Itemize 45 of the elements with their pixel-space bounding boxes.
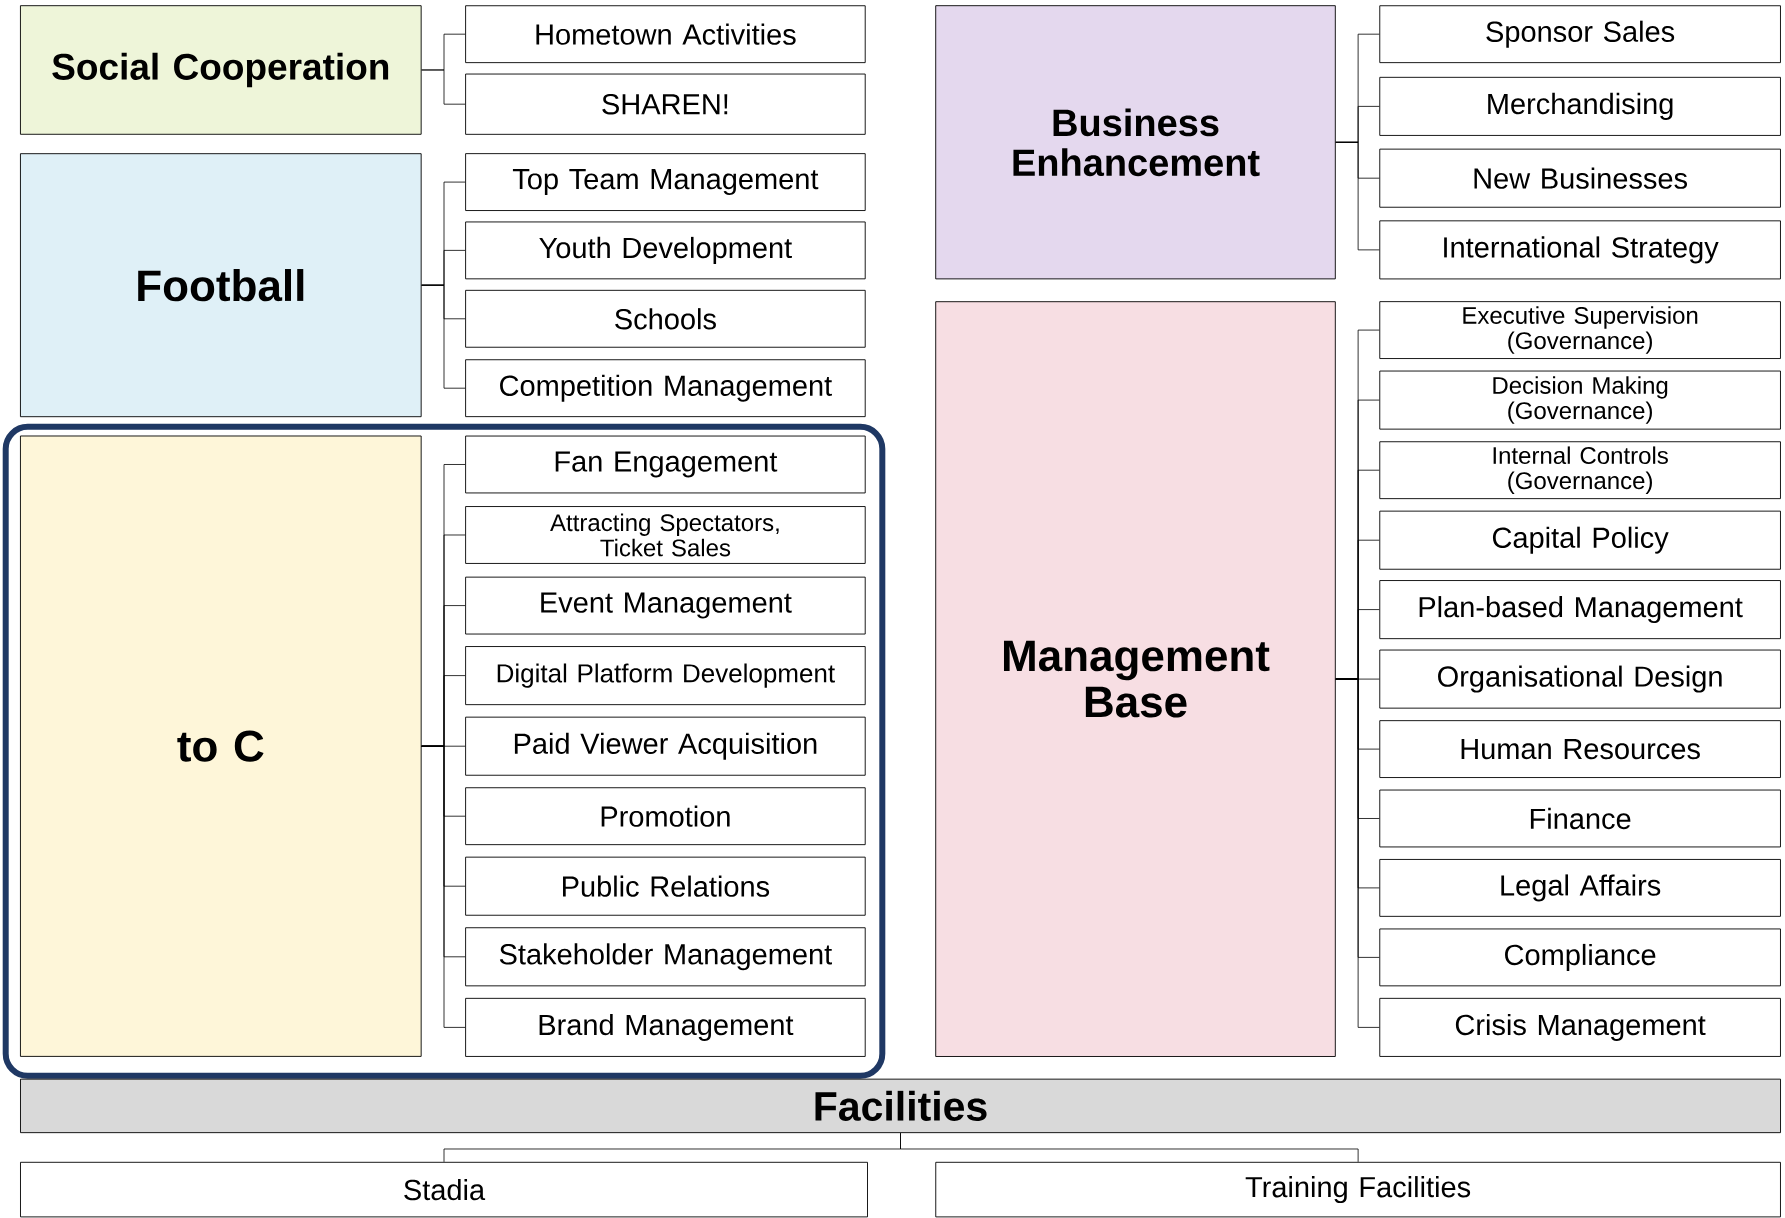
function-box: Stakeholder Management: [465, 927, 866, 987]
function-box: Capital Policy: [1379, 510, 1781, 570]
function-box: Compliance: [1379, 928, 1781, 987]
connector-line: [1335, 141, 1380, 251]
category-box: Social Cooperation: [20, 5, 422, 135]
category-box: Management Base: [935, 301, 1336, 1057]
function-box: Event Management: [465, 576, 866, 635]
function-box: Executive Supervision (Governance): [1379, 301, 1781, 359]
function-box: Training Facilities: [935, 1161, 1781, 1218]
function-box: Competition Management: [465, 359, 866, 418]
function-box: Top Team Management: [465, 153, 866, 211]
connector-line: [421, 284, 466, 389]
function-box: Internal Controls (Governance): [1379, 441, 1781, 500]
function-box: Crisis Management: [1379, 997, 1781, 1057]
function-box: SHAREN!: [465, 73, 866, 135]
connector-line: [421, 69, 466, 105]
function-box: Hometown Activities: [465, 5, 866, 64]
category-bar: Facilities: [20, 1078, 1781, 1134]
function-box: New Businesses: [1379, 148, 1781, 208]
function-box: Sponsor Sales: [1379, 5, 1781, 64]
function-box: Fan Engagement: [465, 435, 866, 494]
function-box: Brand Management: [465, 997, 866, 1057]
function-box: Organisational Design: [1379, 649, 1781, 709]
function-box: Human Resources: [1379, 720, 1781, 778]
function-box: Decision Making (Governance): [1379, 370, 1781, 430]
function-box: Promotion: [465, 787, 866, 846]
function-box: Stadia: [20, 1161, 868, 1218]
function-box: Merchandising: [1379, 76, 1781, 136]
function-box: International Strategy: [1379, 220, 1781, 280]
function-box: Schools: [465, 289, 866, 348]
highlight-frame: [2, 423, 886, 1079]
connector-line: [1335, 678, 1380, 1028]
category-box: Football: [20, 153, 422, 418]
function-box: Paid Viewer Acquisition: [465, 716, 866, 776]
function-box: Plan-based Management: [1379, 580, 1781, 640]
function-box: Public Relations: [465, 856, 866, 916]
function-box: Digital Platform Development: [465, 646, 866, 706]
function-box: Finance: [1379, 789, 1781, 848]
category-box: Business Enhancement: [935, 5, 1336, 280]
connector-line: [900, 1132, 1359, 1163]
category-box: to C: [20, 435, 422, 1057]
function-box: Attracting Spectators, Ticket Sales: [465, 506, 866, 564]
function-box: Youth Development: [465, 221, 866, 280]
function-box: Legal Affairs: [1379, 859, 1781, 917]
connector-line: [421, 745, 466, 1028]
